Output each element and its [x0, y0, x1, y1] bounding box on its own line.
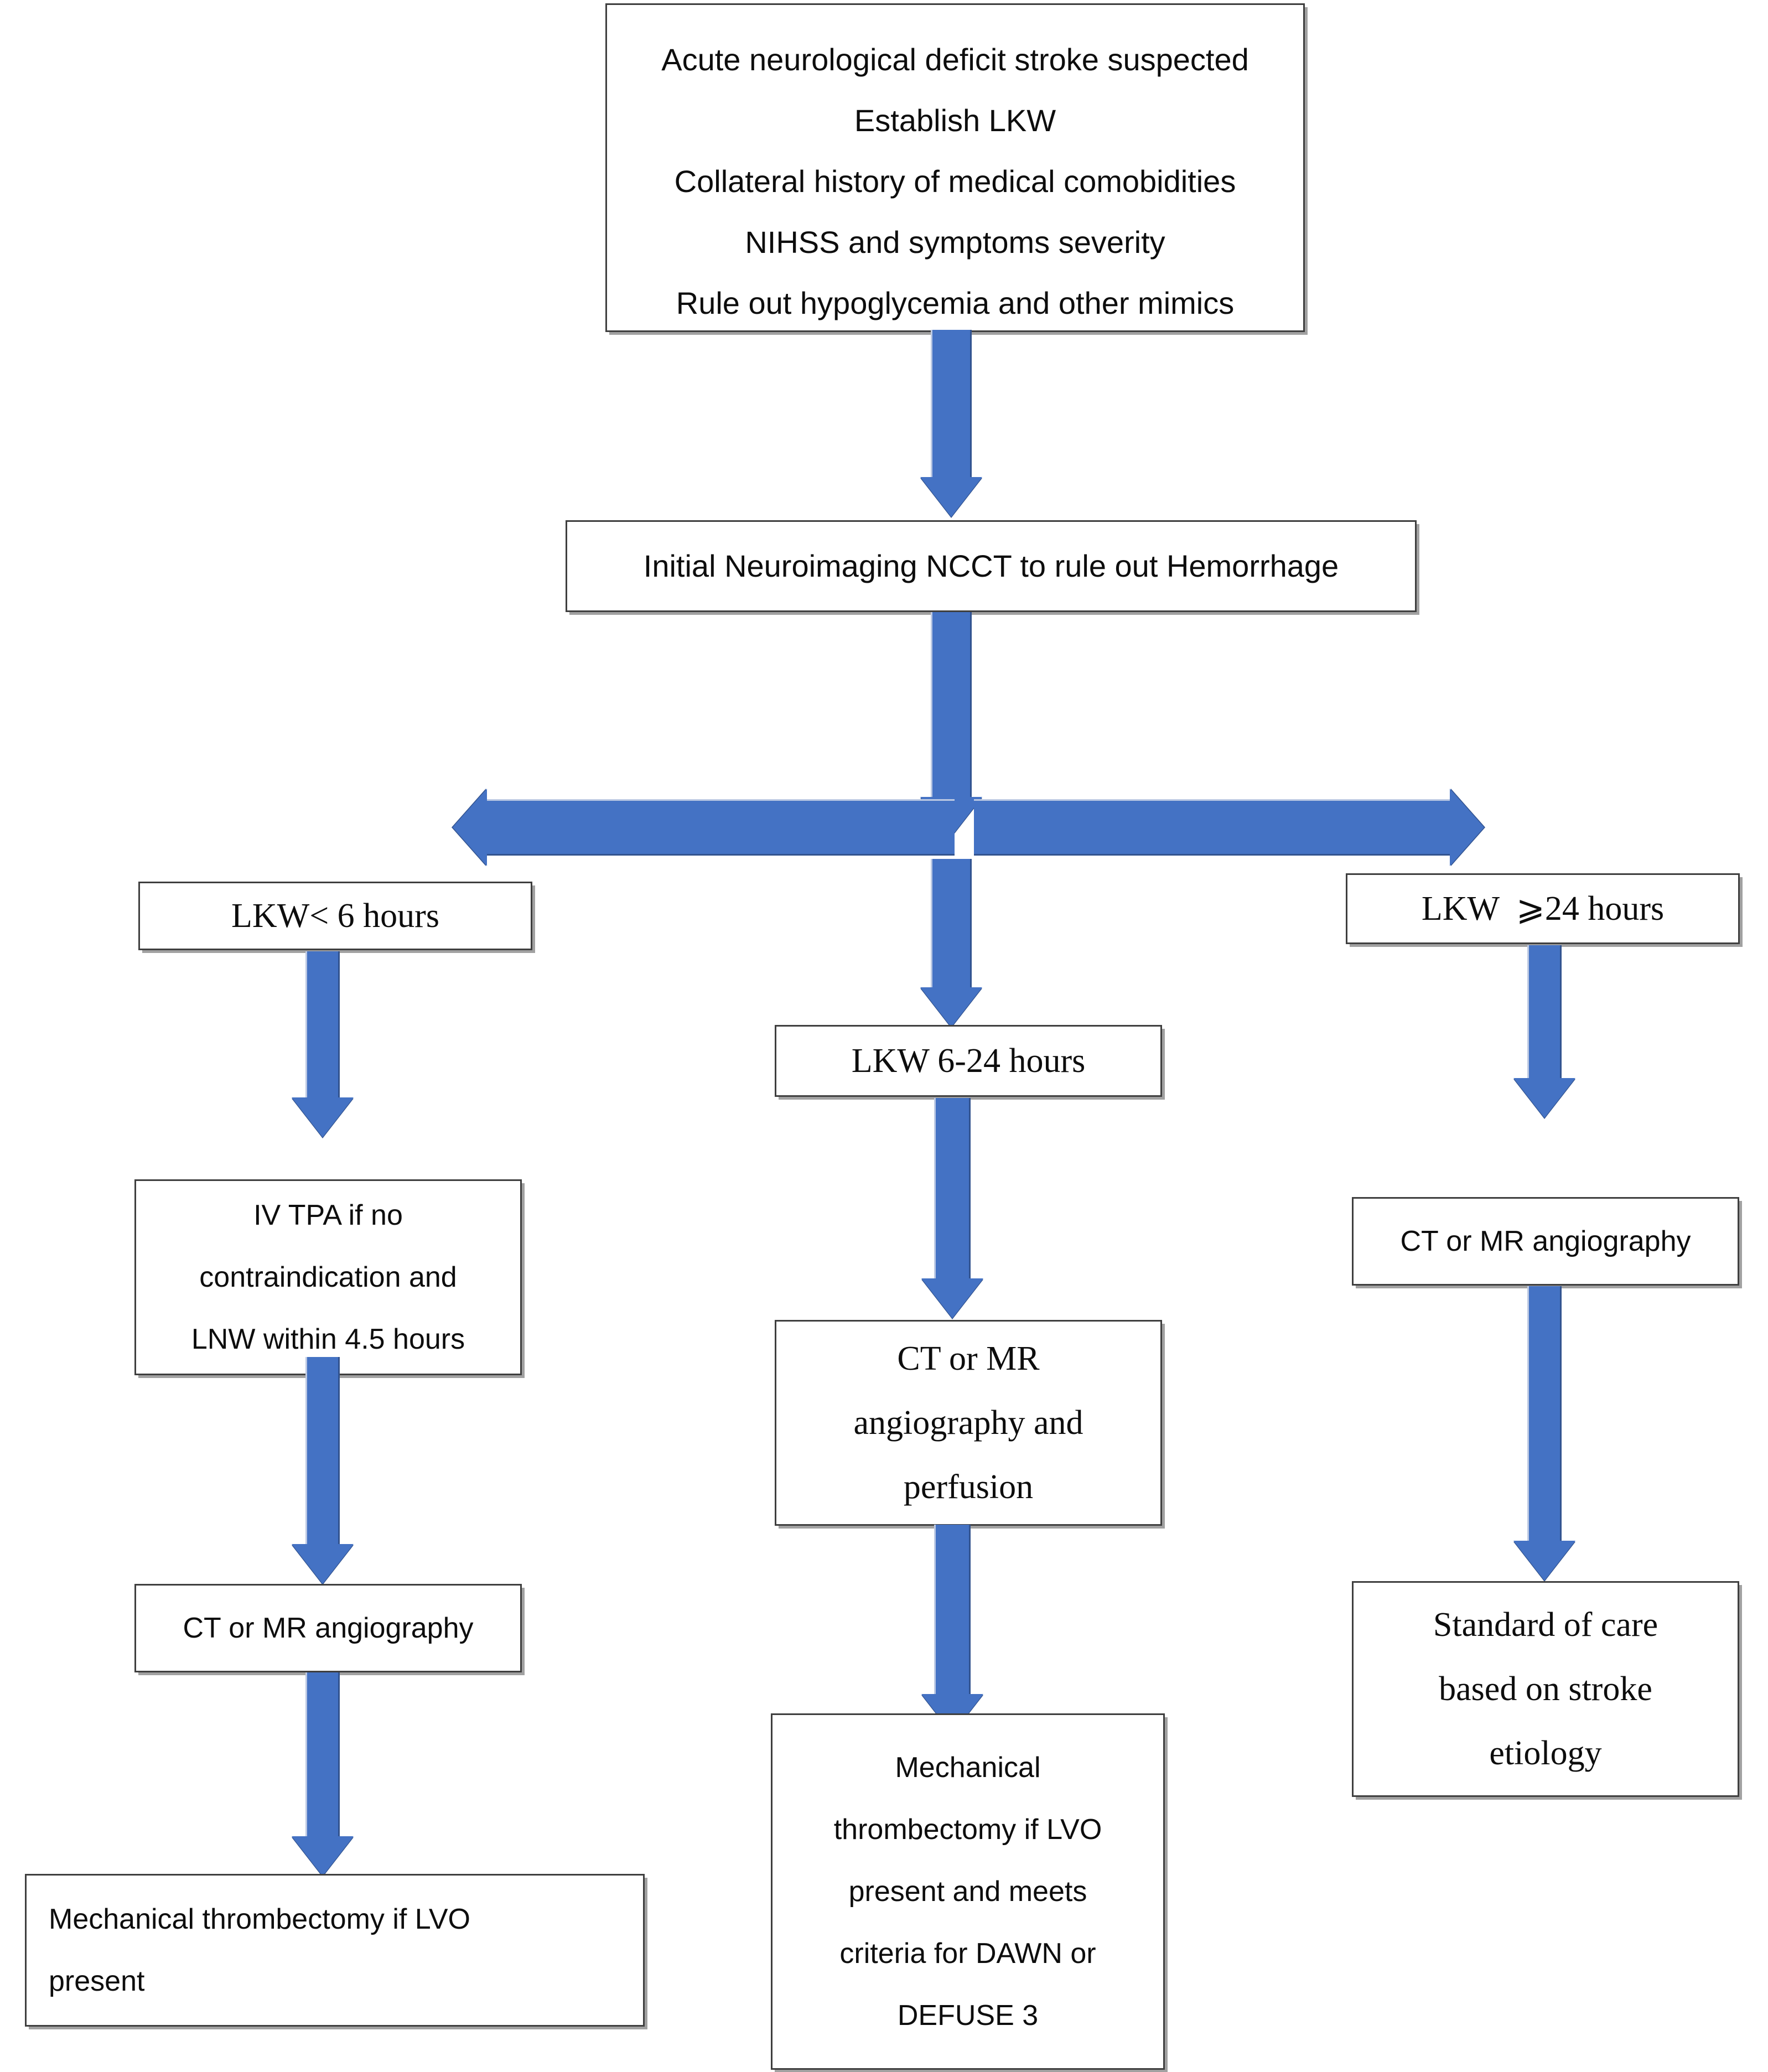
- node-line: etiology: [1489, 1734, 1602, 1772]
- arrow-ivtpa-to-angio-shaft: [305, 1357, 340, 1546]
- node-line: DEFUSE 3: [897, 2000, 1039, 2032]
- node-line: present and meets: [848, 1876, 1087, 1908]
- arrow-lkw624-to-angioperf-shaft: [934, 1098, 971, 1281]
- arrow-angio-to-thrombectomy-shaft: [305, 1672, 340, 1838]
- node-line: criteria for DAWN or: [839, 1938, 1096, 1970]
- node-line: angiography and: [853, 1404, 1083, 1442]
- node-standard-of-care: Standard of care based on stroke etiolog…: [1352, 1581, 1739, 1797]
- node-mechanical-thrombectomy-left: Mechanical thrombectomy if LVO present: [25, 1874, 645, 2027]
- node-initial-neuroimaging: Initial Neuroimaging NCCT to rule out He…: [566, 520, 1417, 612]
- node-lkw-less-than-6-hours: LKW< 6 hours: [138, 882, 532, 950]
- node-initial-assessment: Acute neurological deficit stroke suspec…: [605, 3, 1305, 332]
- node-line: Establish LKW: [854, 103, 1056, 138]
- node-line: CT or MR angiography: [1400, 1225, 1691, 1257]
- node-line: LNW within 4.5 hours: [191, 1323, 465, 1355]
- arrow-lkw6-to-ivtpa-head: [292, 1097, 354, 1137]
- node-line: IV TPA if no: [253, 1199, 403, 1231]
- arrow-split-left-head: [453, 789, 487, 866]
- arrow-ncct-to-split-shaft: [931, 612, 972, 799]
- arrow-split-left-shaft: [487, 799, 955, 856]
- arrow-lkw6-to-ivtpa-shaft: [305, 951, 340, 1100]
- node-ct-or-mr-angiography-left: CT or MR angiography: [134, 1584, 522, 1672]
- arrow-split-right-head: [1450, 789, 1484, 866]
- arrow-lkw24-to-angio-head: [1513, 1078, 1575, 1118]
- node-line: CT or MR angiography: [183, 1612, 474, 1644]
- node-ct-or-mr-angiography-and-perfusion: CT or MR angiography and perfusion: [775, 1320, 1162, 1526]
- node-line: perfusion: [903, 1468, 1034, 1506]
- arrow-assessment-to-ncct-head: [920, 477, 982, 517]
- arrow-assessment-to-ncct-shaft: [931, 330, 972, 479]
- node-line: Acute neurological deficit stroke suspec…: [661, 42, 1249, 77]
- node-ct-or-mr-angiography-right: CT or MR angiography: [1352, 1197, 1739, 1286]
- arrow-angio-to-standardcare-head: [1513, 1541, 1575, 1581]
- arrow-ivtpa-to-angio-head: [292, 1544, 354, 1584]
- arrow-split-middle-shaft: [931, 859, 972, 990]
- node-line: Rule out hypoglycemia and other mimics: [676, 286, 1235, 320]
- node-line: CT or MR: [897, 1340, 1040, 1377]
- node-lkw-greater-equal-24-hours: LKW ⩾24 hours: [1346, 873, 1740, 944]
- node-line: NIHSS and symptoms severity: [745, 225, 1165, 260]
- arrow-split-middle-head: [920, 987, 982, 1027]
- node-line: Standard of care: [1433, 1606, 1658, 1644]
- node-line: Initial Neuroimaging NCCT to rule out He…: [643, 548, 1339, 583]
- node-line: Collateral history of medical comobiditi…: [674, 164, 1236, 199]
- node-mechanical-thrombectomy-middle: Mechanical thrombectomy if LVO present a…: [771, 1713, 1165, 2070]
- arrow-angio-to-standardcare-shaft: [1527, 1286, 1562, 1543]
- node-line: LKW ⩾24 hours: [1421, 890, 1665, 928]
- node-lkw-6-to-24-hours: LKW 6-24 hours: [775, 1025, 1162, 1097]
- node-line: based on stroke: [1439, 1670, 1652, 1708]
- arrow-angioperf-to-thrombectomy-shaft: [934, 1525, 971, 1696]
- arrow-split-right-shaft: [974, 799, 1450, 856]
- node-line: LKW< 6 hours: [231, 897, 439, 935]
- arrow-lkw624-to-angioperf-head: [921, 1278, 983, 1318]
- node-line: LKW 6-24 hours: [851, 1042, 1086, 1080]
- arrow-lkw24-to-angio-shaft: [1527, 945, 1562, 1080]
- node-line: Mechanical: [895, 1752, 1041, 1784]
- node-line: contraindication and: [199, 1261, 457, 1293]
- node-iv-tpa: IV TPA if no contraindication and LNW wi…: [134, 1179, 522, 1375]
- node-line: thrombectomy if LVO: [833, 1814, 1102, 1846]
- node-line: Mechanical thrombectomy if LVO: [49, 1903, 470, 1935]
- node-line: present: [49, 1965, 145, 1997]
- arrow-angio-to-thrombectomy-head: [292, 1836, 354, 1876]
